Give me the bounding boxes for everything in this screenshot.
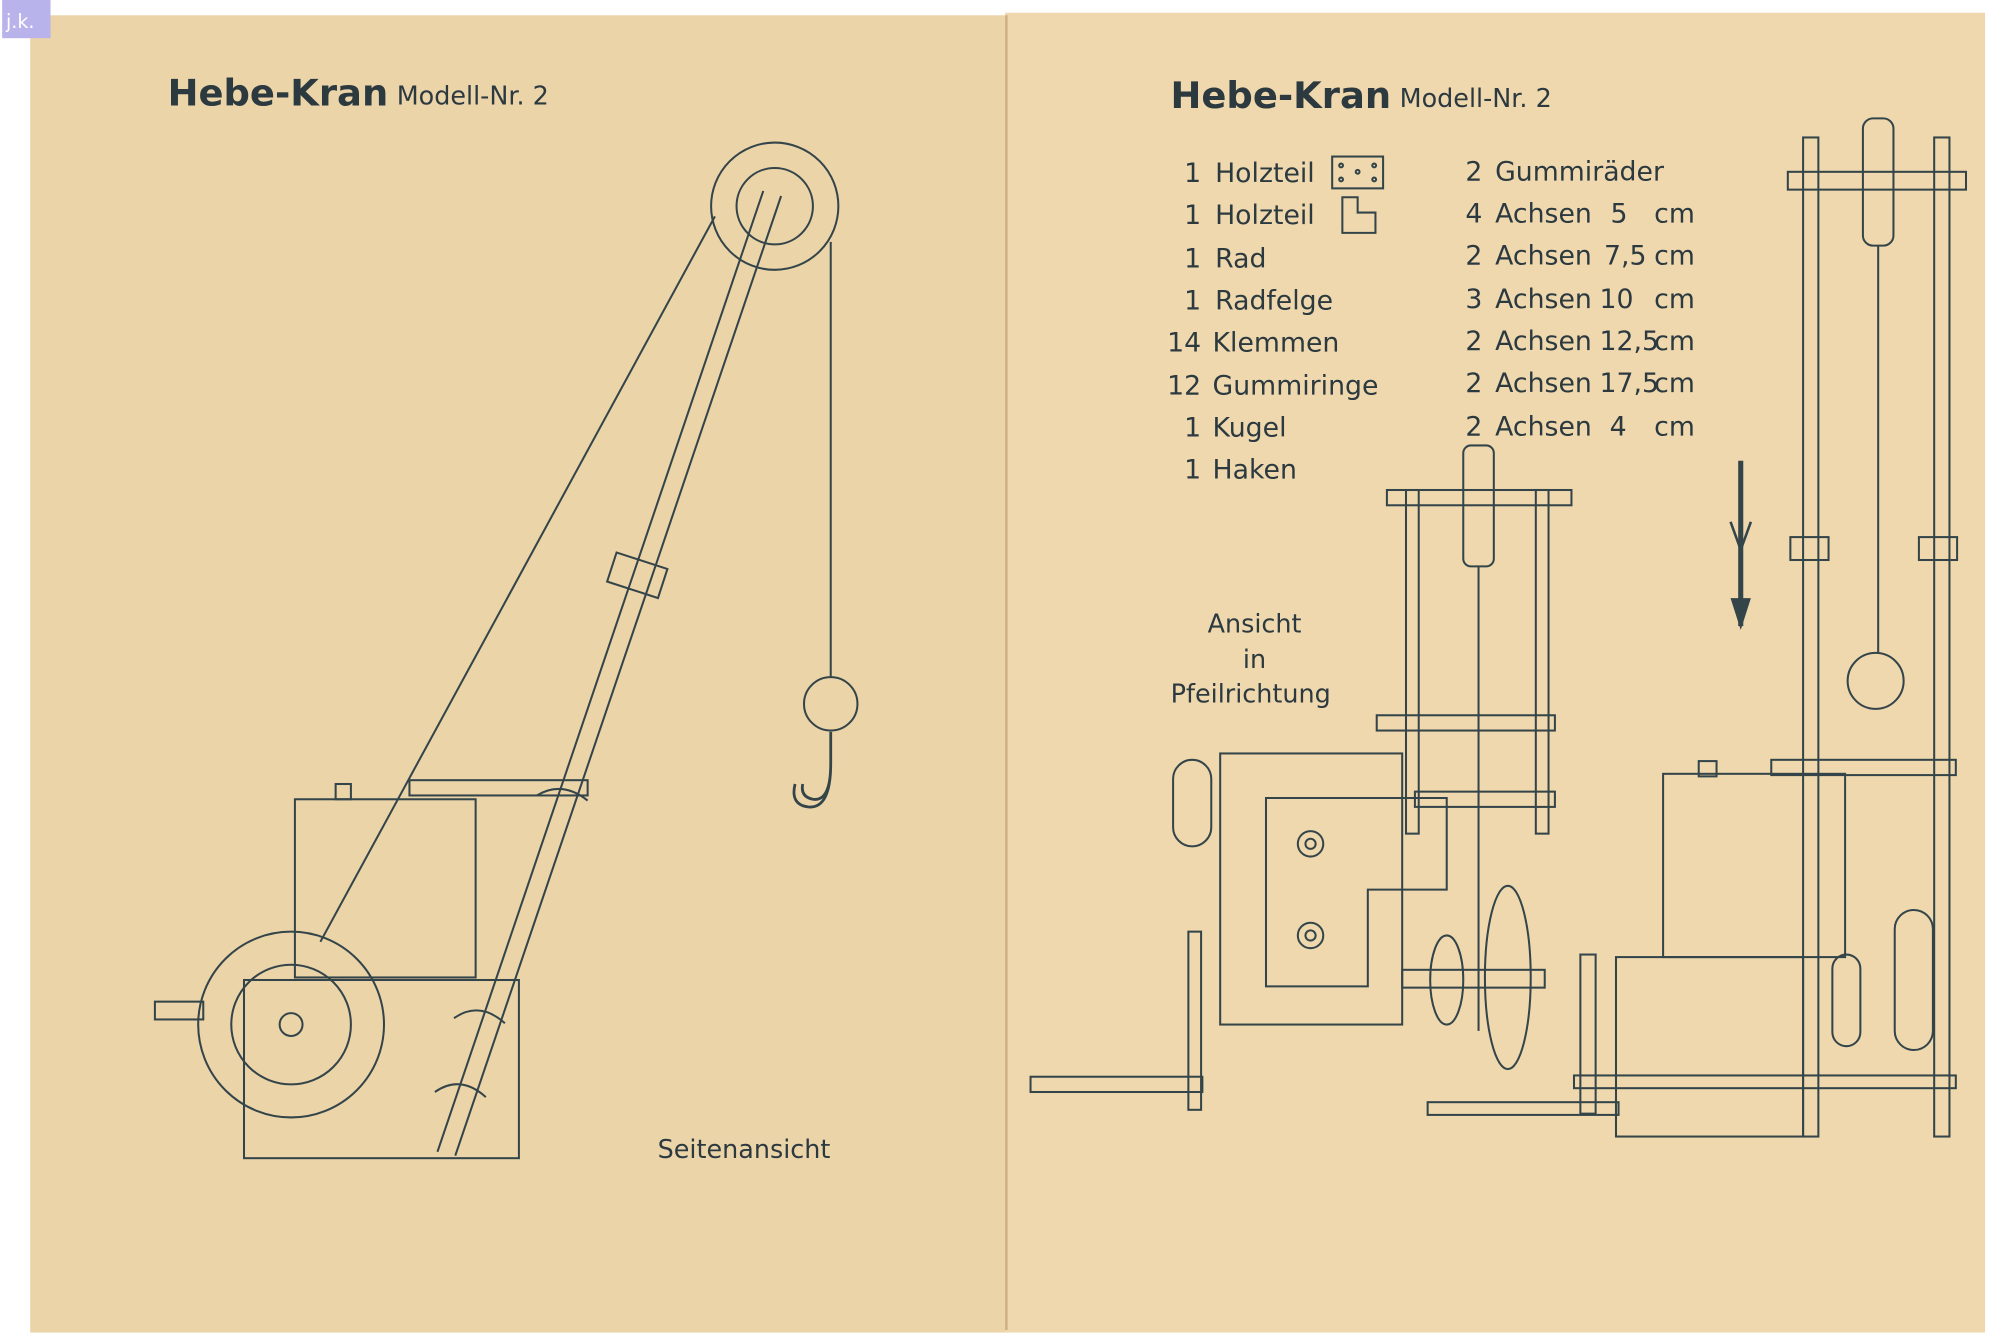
svg-text:Haken: Haken	[1213, 455, 1297, 486]
svg-text:Achsen: Achsen	[1495, 199, 1592, 230]
parts-list-row: 1 Holzteil	[1184, 158, 1315, 189]
svg-text:Achsen: Achsen	[1495, 368, 1592, 399]
svg-text:Holzteil: Holzteil	[1215, 200, 1315, 231]
svg-text:cm: cm	[1654, 411, 1695, 442]
parts-list-row: 12 Gummiringe	[1167, 371, 1378, 402]
svg-text:2: 2	[1465, 157, 1482, 188]
ball	[1846, 651, 1905, 710]
svg-text:Holzteil: Holzteil	[1215, 158, 1315, 189]
upper-block	[293, 798, 477, 979]
lower-block	[1614, 956, 1805, 1138]
svg-text:Rad: Rad	[1215, 243, 1266, 274]
svg-text:cm: cm	[1654, 284, 1695, 315]
svg-text:Gummiringe: Gummiringe	[1213, 371, 1379, 402]
l-shaped-wood-block-icon	[1341, 196, 1377, 234]
svg-text:cm: cm	[1654, 368, 1695, 399]
svg-text:cm: cm	[1654, 326, 1695, 357]
side-view-caption: Seitenansicht	[658, 1135, 831, 1165]
right-page-model-number: Modell-Nr. 2	[1400, 84, 1552, 114]
svg-text:Klemmen: Klemmen	[1213, 327, 1340, 358]
crane-side-view-drawing	[153, 141, 859, 1160]
rubber-wheel	[1483, 884, 1532, 1071]
parts-list-row: 2 Achsen 4 cm	[1465, 411, 1695, 442]
svg-text:Kugel: Kugel	[1213, 413, 1287, 444]
left-page-title: Hebe-Kran	[168, 72, 389, 115]
svg-text:Gummiräder: Gummiräder	[1495, 157, 1664, 188]
parts-list-row: 14 Klemmen	[1167, 327, 1339, 358]
crank-handle	[1426, 1101, 1620, 1116]
hook	[792, 731, 833, 809]
left-page-model-number: Modell-Nr. 2	[397, 81, 549, 111]
svg-text:12: 12	[1167, 371, 1201, 402]
parts-list-row: 2 Gummiräder	[1465, 157, 1664, 188]
parts-list-row: 4 Achsen 5 cm	[1465, 199, 1695, 230]
view-direction-label: Ansicht in Pfeilrichtung	[1171, 610, 1331, 710]
rubber-wheel	[1429, 934, 1465, 1026]
svg-text:cm: cm	[1654, 241, 1695, 272]
support-rope	[319, 215, 716, 943]
svg-text:Radfelge: Radfelge	[1215, 285, 1333, 316]
parts-list-row: 1 Kugel	[1184, 413, 1286, 444]
parts-list-row: 1 Holzteil	[1184, 200, 1315, 231]
svg-text:1: 1	[1184, 285, 1201, 316]
svg-text:2: 2	[1465, 326, 1482, 357]
crossbar	[408, 779, 589, 797]
parts-list-row: 1 Radfelge	[1184, 285, 1333, 316]
parts-list-row: 1 Haken	[1184, 455, 1297, 486]
svg-text:17,5: 17,5	[1599, 368, 1659, 399]
svg-text:4: 4	[1465, 199, 1482, 230]
svg-text:Achsen: Achsen	[1495, 326, 1592, 357]
parts-list-row: 1 Rad	[1184, 243, 1266, 274]
svg-text:Achsen: Achsen	[1495, 241, 1592, 272]
svg-text:12,5: 12,5	[1599, 326, 1659, 357]
svg-text:1: 1	[1184, 200, 1201, 231]
svg-text:1: 1	[1184, 455, 1201, 486]
crank-wheel	[197, 930, 386, 1119]
watermark-logo: j.k.	[2, 0, 51, 39]
svg-text:10: 10	[1599, 284, 1633, 315]
parts-list-row: 2 Achsen 7,5 cm	[1465, 241, 1695, 272]
svg-text:1: 1	[1184, 158, 1201, 189]
boom-axle	[454, 195, 783, 1156]
svg-text:2: 2	[1465, 368, 1482, 399]
svg-text:2: 2	[1465, 411, 1482, 442]
view-direction-arrow	[1729, 460, 1753, 630]
svg-text:7,5: 7,5	[1604, 241, 1646, 272]
lower-block	[242, 978, 520, 1160]
watermark-initials: j.k.	[5, 10, 34, 33]
svg-text:Achsen: Achsen	[1495, 411, 1592, 442]
svg-text:Ansicht: Ansicht	[1208, 610, 1302, 640]
svg-text:Pfeilrichtung: Pfeilrichtung	[1171, 680, 1331, 710]
right-page	[1005, 12, 1986, 1333]
rectangular-wood-block-icon	[1331, 155, 1385, 190]
svg-text:cm: cm	[1654, 199, 1695, 230]
svg-text:in: in	[1243, 645, 1266, 675]
svg-text:3: 3	[1465, 284, 1482, 315]
svg-text:2: 2	[1465, 241, 1482, 272]
clamp	[605, 551, 669, 600]
svg-text:14: 14	[1167, 327, 1201, 358]
ball	[802, 676, 859, 732]
top-pulley	[710, 141, 840, 271]
crane-rear-view-drawing	[1426, 117, 1968, 1138]
crank-handle	[1029, 1075, 1204, 1094]
svg-text:Achsen: Achsen	[1495, 284, 1592, 315]
svg-text:1: 1	[1184, 243, 1201, 274]
svg-text:4: 4	[1610, 411, 1627, 442]
svg-text:1: 1	[1184, 413, 1201, 444]
svg-text:5: 5	[1610, 199, 1627, 230]
crane-front-view-drawing	[1029, 444, 1573, 1111]
right-page-title: Hebe-Kran	[1171, 74, 1392, 117]
l-block	[1264, 796, 1448, 988]
